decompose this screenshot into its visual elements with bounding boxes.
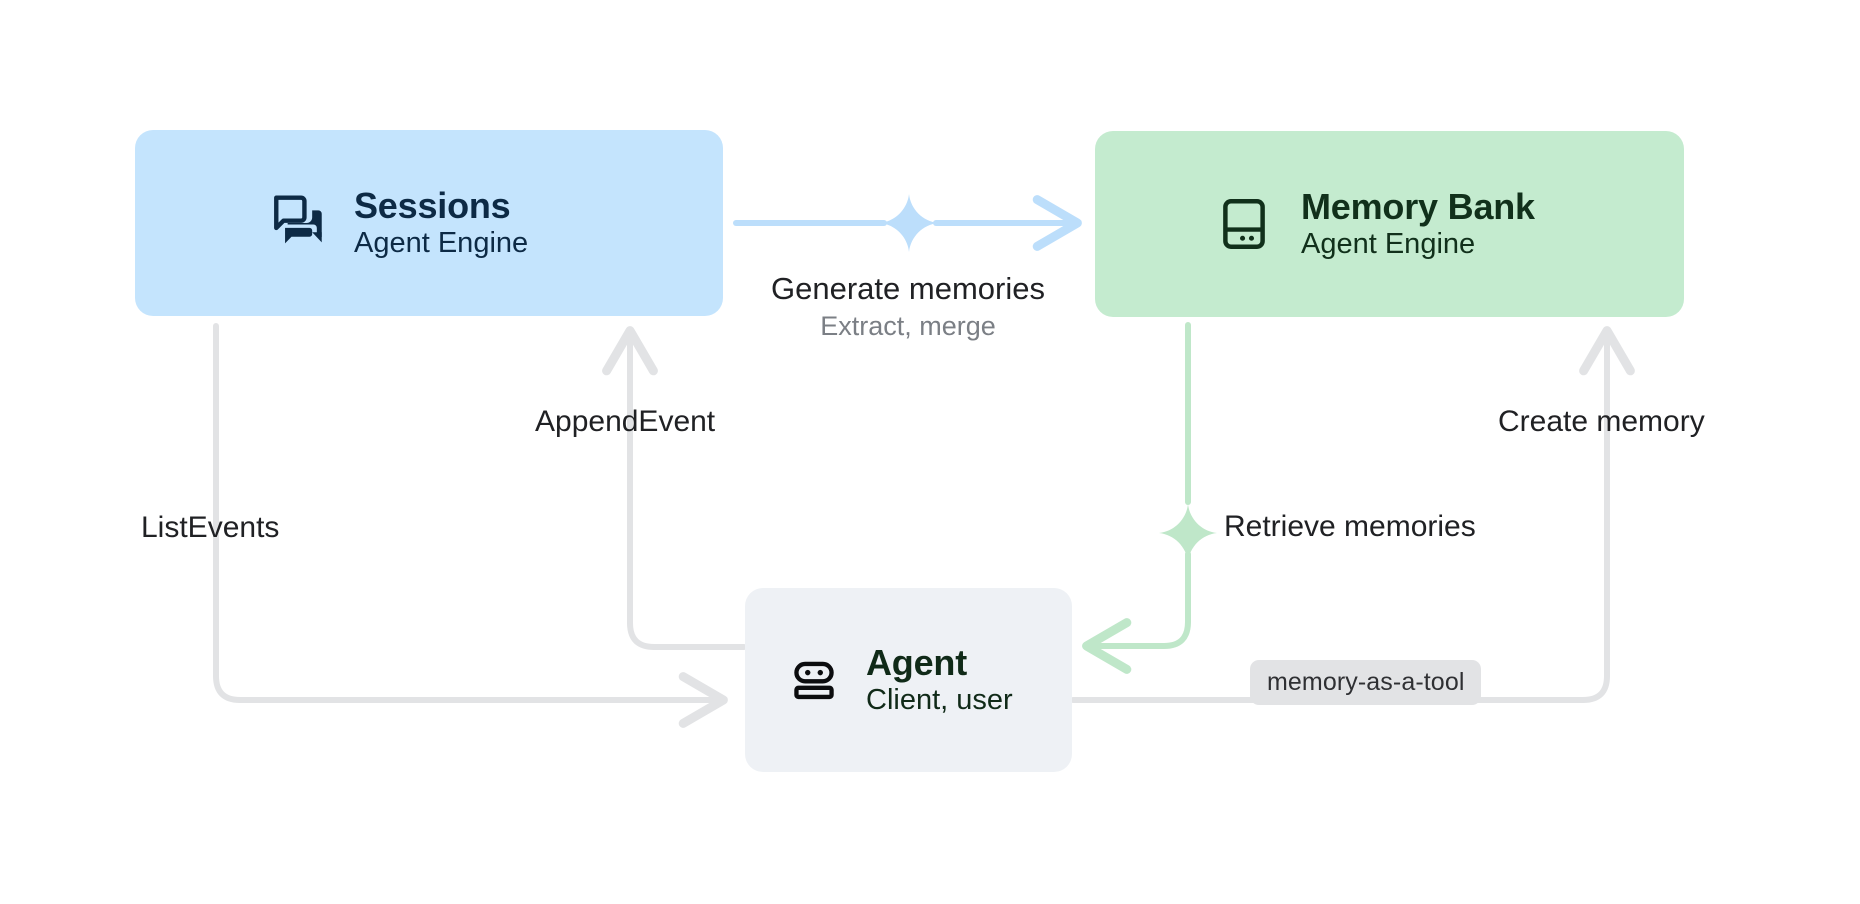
sparkle-icon-retrieve [1159,504,1217,562]
edge-append-event [602,326,747,650]
edge-label-append-event: AppendEvent [535,405,716,438]
node-title-memory-bank: Memory Bank [1301,185,1535,227]
edge-label-create-memory: Create memory [1498,405,1705,438]
edge-list-events [213,323,728,728]
edge-label-generate-memories: Generate memories [771,271,1045,306]
node-subtitle-memory-bank: Agent Engine [1301,228,1476,261]
edge-create-memory [1070,326,1635,703]
node-subtitle-sessions: Agent Engine [354,227,529,260]
node-title-sessions: Sessions [354,184,511,226]
robot-icon [794,661,834,700]
sparkle-icon-generate [880,194,938,252]
node-subtitle-agent: Client, user [866,684,1013,717]
node-agent[interactable]: Agent Client, user [745,588,1072,772]
edge-label-retrieve-memories: Retrieve memories [1224,510,1476,543]
node-sessions[interactable]: Sessions Agent Engine [135,130,723,316]
node-title-agent: Agent [866,641,967,683]
memory-as-a-tool-badge: memory-as-a-tool [1250,660,1482,705]
edge-label-list-events: ListEvents [141,511,280,544]
database-icon [1223,199,1265,249]
node-memory-bank[interactable]: Memory Bank Agent Engine [1095,131,1684,317]
edge-sublabel-generate-memories: Extract, merge [820,311,996,341]
chat-bubbles-icon [274,195,322,244]
edge-retrieve-memories [1082,322,1191,674]
